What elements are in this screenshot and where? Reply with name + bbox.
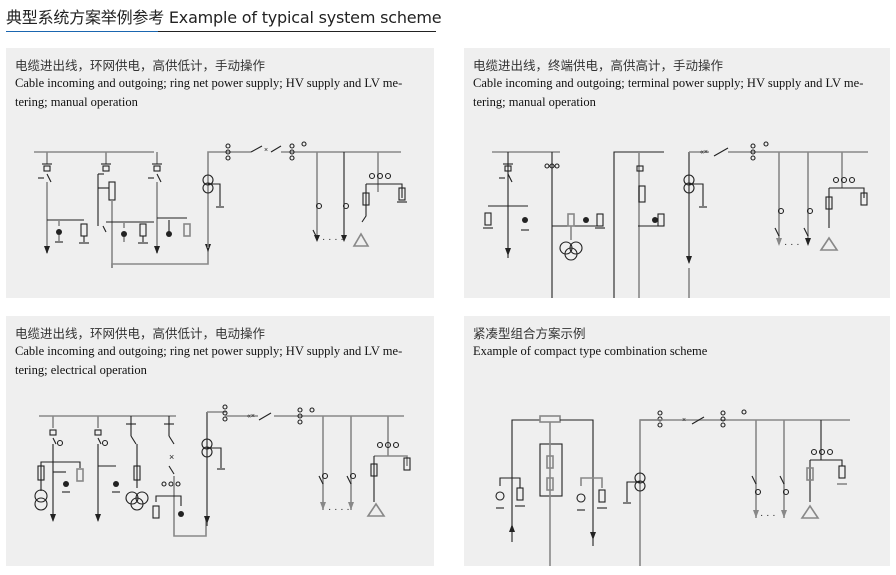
single-line-diagram: «× · · · [483,141,868,298]
panel-title-zh: 电缆进出线，终端供电，高供高计，手动操作 [473,58,724,73]
metering-transformer-unit [544,151,664,298]
svg-text:· · ·: · · · [784,239,800,250]
panel-title-en: Cable incoming and outgoing; terminal po… [473,76,864,109]
scheme-panel-terminal-manual: 电缆进出线，终端供电，高供高计，手动操作 Cable incoming and … [464,48,890,298]
capacitor-branch [819,152,868,251]
feeder-3-transformer [125,416,149,511]
panel-title-zh: 电缆进出线，环网供电，高供低计，电动操作 [15,326,266,341]
page-title: 典型系统方案举例参考 Example of typical system sch… [6,8,442,27]
panel-title-en: Example of compact type combination sche… [473,344,708,358]
scheme-panel-compact: 紧凑型组合方案示例 Example of compact type combin… [464,316,890,566]
lv-busbar-section: × [640,409,850,428]
capacitor-branch [366,416,411,517]
outgoing-feeders: · · · · [318,416,357,515]
single-line-diagram: × · · · [495,409,850,566]
transformer-symbol [683,152,707,264]
transformer-symbol [201,411,226,526]
indicator-branch-right [576,477,607,511]
svg-text:· · · ·: · · · · [322,234,344,245]
hv-metering-cabinet [636,152,690,298]
lv-busbar-section: «× [689,141,868,161]
scheme-panel-ring-net-electrical: 电缆进出线，环网供电，高供低计，电动操作 Cable incoming and … [6,316,434,566]
single-line-diagram: × · · · · [34,141,407,268]
indicator-branch-left [495,477,525,509]
svg-text:«×: «× [700,149,708,156]
panel-title-en: Cable incoming and outgoing; ring net po… [15,344,403,377]
header-divider [6,31,436,32]
svg-text:×: × [682,417,686,424]
lv-busbar-section: «× [222,404,404,425]
scheme-panel-ring-net-manual: 电缆进出线，环网供电，高供低计，手动操作 Cable incoming and … [6,48,434,298]
outgoing-feeders: · · · [774,152,814,250]
panel-title-en: Cable incoming and outgoing; ring net po… [15,76,403,109]
svg-text:×: × [169,452,174,462]
fuse-cabinet [539,430,563,566]
panel-title-zh: 电缆进出线，环网供电，高供低计，手动操作 [15,58,266,73]
feeder-1 [38,152,89,254]
svg-text:«×: «× [247,413,255,420]
capacitor-branch [352,152,407,247]
feeder-3 [148,152,191,254]
feeder-2 [94,416,120,522]
outgoing-feeders: · · · · [312,152,350,245]
panel-title-zh: 紧凑型组合方案示例 [473,326,586,341]
feeder-1-transformer [34,416,84,522]
lv-busbar-section: × [225,141,401,161]
capacitor-branch [800,420,847,519]
outgoing-feeders: · · · [751,420,790,521]
single-line-diagram: × «× · · · · [34,404,411,537]
header-divider-accent [6,31,158,32]
incoming-busbar [483,151,560,258]
svg-text:· · · ·: · · · · [328,504,350,515]
ring-return-line [111,244,211,268]
feeder-4-breaker: × [152,416,207,537]
transformer-symbol [202,151,226,248]
incoming-loop [509,415,596,546]
svg-text:· · ·: · · · [760,510,776,521]
feeder-2-fuse-switch [97,152,154,268]
svg-text:×: × [264,147,268,154]
section-header: 典型系统方案举例参考 Example of typical system sch… [6,2,442,32]
